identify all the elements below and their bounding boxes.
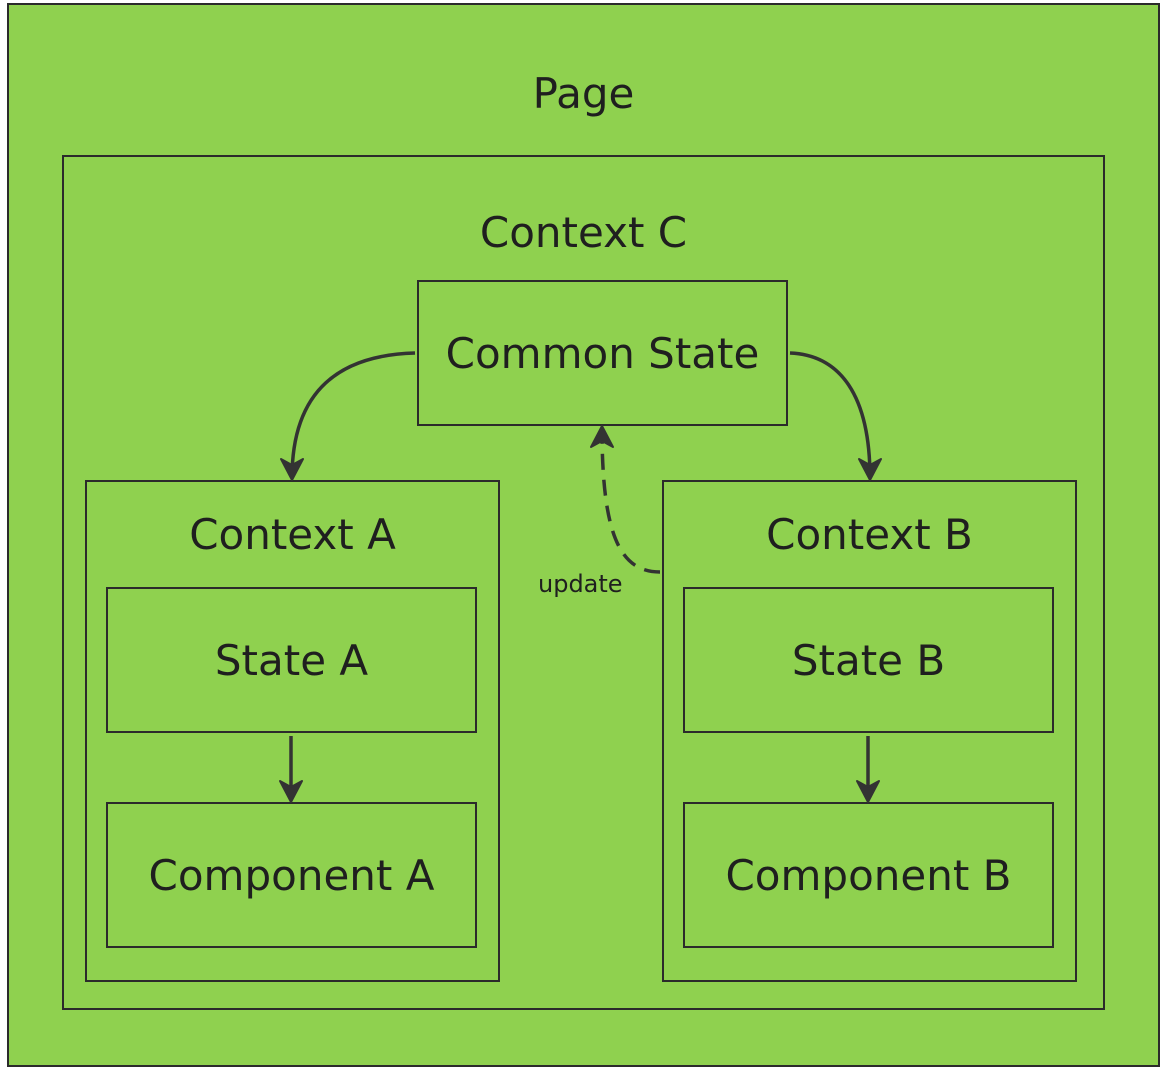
- context-b-title: Context B: [766, 510, 973, 559]
- state-b-label: State B: [791, 635, 946, 685]
- update-edge-label: update: [538, 570, 623, 598]
- context-a-title: Context A: [189, 510, 396, 559]
- state-a-label: State A: [214, 635, 369, 685]
- component-a-node: Component A: [106, 802, 477, 948]
- state-b-node: State B: [683, 587, 1054, 733]
- state-a-node: State A: [106, 587, 477, 733]
- component-b-label: Component B: [725, 850, 1012, 900]
- component-b-node: Component B: [683, 802, 1054, 948]
- page-title: Page: [532, 69, 635, 118]
- common-state-node: Common State: [417, 280, 788, 426]
- context-c-title: Context C: [479, 208, 688, 257]
- component-a-label: Component A: [148, 850, 435, 900]
- common-state-label: Common State: [445, 328, 760, 378]
